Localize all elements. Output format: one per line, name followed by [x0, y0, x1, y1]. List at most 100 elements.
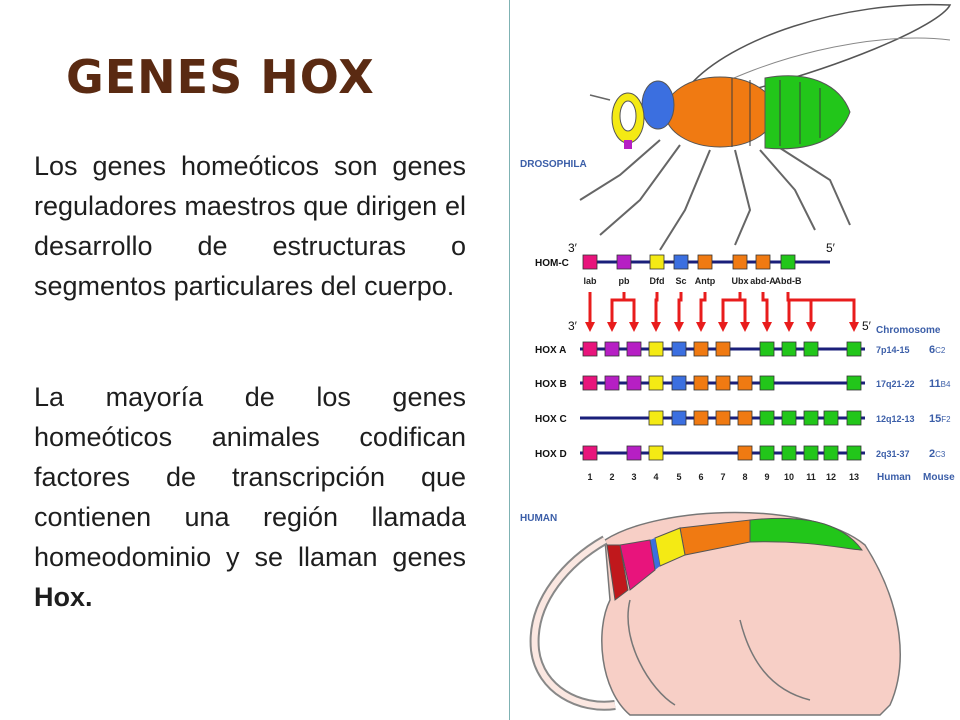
hox-gene-box — [759, 410, 775, 426]
hox-gene-box — [671, 375, 687, 391]
human-label: HUMAN — [520, 513, 557, 524]
hox-gene-box — [582, 341, 598, 357]
hox-gene-box — [626, 375, 642, 391]
hox-gene-box — [823, 410, 839, 426]
hom-c-box-Dfd — [649, 254, 665, 270]
homology-arrow — [677, 292, 683, 326]
paralog-number: 5 — [676, 472, 681, 482]
hox-gene-box — [846, 410, 862, 426]
human-embryo-illustration — [529, 511, 901, 716]
arrow-head — [696, 322, 706, 332]
arrow-head — [607, 322, 617, 332]
hox-gene-box — [759, 375, 775, 391]
mouse-chromosome: 11B4 — [929, 378, 951, 390]
paralog-number: 3 — [631, 472, 636, 482]
hox-gene-box — [846, 445, 862, 461]
chromosome-header: Chromosome — [876, 325, 941, 336]
cluster-label: HOX B — [535, 379, 567, 390]
arrow-head — [784, 322, 794, 332]
homology-arrow — [761, 292, 769, 326]
hox-gene-box — [846, 341, 862, 357]
paragraph-hox: La mayoría de los genes homeóticos anima… — [34, 377, 466, 617]
drosophila-illustration — [579, 3, 952, 251]
homology-arrow — [610, 292, 626, 326]
hox-gene-box — [803, 445, 819, 461]
homology-arrow — [654, 292, 659, 326]
hox-gene-box — [823, 445, 839, 461]
hox-gene-box — [781, 445, 797, 461]
mouse-chromosome: 2C3 — [929, 448, 946, 460]
arrow-head — [651, 322, 661, 332]
hox-gene-box — [648, 375, 664, 391]
hom-c-3prime: 3′ — [568, 241, 578, 255]
hom-c-gene-boxes — [582, 254, 796, 270]
paralog-number: 6 — [698, 472, 703, 482]
hox-gene-box — [693, 341, 709, 357]
hom-c-label: HOM-C — [535, 258, 569, 269]
hox-gene-box — [737, 410, 753, 426]
hox-gene-box — [846, 375, 862, 391]
hox-gene-box — [759, 445, 775, 461]
hox-gene-box — [582, 375, 598, 391]
page-title: GENES HOX — [66, 50, 375, 104]
human-chromosome: 7p14-15 — [876, 345, 910, 355]
hom-c-gene-label: abd-A — [750, 276, 776, 286]
hom-c-box-Sc — [673, 254, 689, 270]
human-chromosome: 2q31-37 — [876, 449, 910, 459]
arrow-head — [806, 322, 816, 332]
homology-arrows — [585, 292, 859, 332]
hom-c-box-Antp — [697, 254, 713, 270]
paralog-number: 11 — [806, 472, 816, 482]
hox-gene-box — [693, 410, 709, 426]
hox-gene-box — [715, 341, 731, 357]
hox-gene-box — [626, 445, 642, 461]
homology-arrow — [786, 292, 856, 326]
hox-gene-box — [626, 341, 642, 357]
hom-c-box-lab — [582, 254, 598, 270]
arrow-head — [740, 322, 750, 332]
paralog-number: 8 — [742, 472, 747, 482]
hom-c-gene-label: pb — [619, 276, 630, 286]
paralog-number: 2 — [609, 472, 614, 482]
hox-gene-box — [737, 445, 753, 461]
arrow-head — [849, 322, 859, 332]
paralog-number: 4 — [653, 472, 658, 482]
hox-gene-box — [604, 341, 620, 357]
hox-gene-box — [648, 410, 664, 426]
hom-c-5prime: 5′ — [826, 241, 836, 255]
paragraph-intro: Los genes homeóticos son genes regulador… — [34, 151, 466, 301]
hox-gene-box — [715, 375, 731, 391]
hom-c-gene-label: Abd-B — [775, 276, 802, 286]
drosophila-label: DROSOPHILA — [520, 159, 587, 170]
hox-gene-box — [715, 410, 731, 426]
hom-c-gene-label: Sc — [675, 276, 686, 286]
hom-c-box-Ubx — [732, 254, 748, 270]
cluster-label: HOX C — [535, 414, 567, 425]
paragraph-hox-text: La mayoría de los genes homeóticos anima… — [34, 382, 466, 572]
hox-gene-box — [604, 375, 620, 391]
arrow-head — [718, 322, 728, 332]
hox-gene-box — [693, 375, 709, 391]
hox-gene-box — [781, 341, 797, 357]
hox-gene-box — [759, 341, 775, 357]
human-chromosome: 17q21-22 — [876, 379, 915, 389]
homology-arrow — [721, 292, 742, 326]
mouse-chromosome: 6C2 — [929, 344, 946, 356]
homology-arrow — [738, 292, 747, 326]
hom-c-box-abd-A — [755, 254, 771, 270]
paralog-number: 13 — [849, 472, 859, 482]
hox-gene-box — [671, 410, 687, 426]
hox-gene-box — [671, 341, 687, 357]
homology-arrow — [622, 292, 636, 326]
hox-gene-box — [803, 410, 819, 426]
paralog-number: 10 — [784, 472, 794, 482]
paralog-number: 7 — [720, 472, 725, 482]
hom-c-gene-label: lab — [583, 276, 597, 286]
hox-3prime: 3′ — [568, 319, 578, 333]
